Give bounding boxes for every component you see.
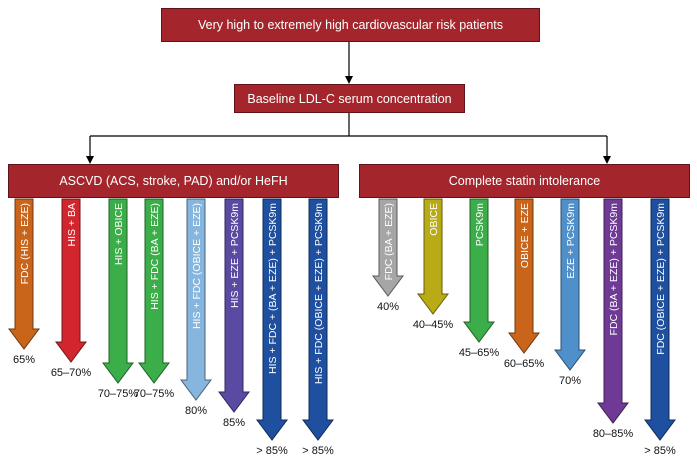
top-box-label: Very high to extremely high cardiovascul…	[197, 18, 503, 32]
reduction-value: 80%	[185, 405, 207, 417]
right-therapy-arrow-5: EZE + PCSK9m 70%	[554, 198, 586, 387]
arrow-shape	[302, 198, 334, 441]
arrow-label: FDC (OBICE + EZE) + PCSK9m	[655, 203, 667, 355]
ascvd-box: ASCVD (ACS, stroke, PAD) and/or HeFH	[8, 164, 339, 198]
arrow-label: FDC (BA + EZE)	[383, 203, 395, 280]
arrow-label: FDC (HIS + EZE)	[19, 203, 31, 284]
right-therapy-arrow-4: OBICE + EZE 60–65%	[504, 198, 545, 370]
baseline-box-label: Baseline LDL-C serum concentration	[247, 91, 452, 106]
arrow-shape	[597, 198, 629, 424]
right-therapy-arrow-6: FDC (BA + EZE) + PCSK9m 80–85%	[593, 198, 634, 440]
arrow-shape	[463, 198, 495, 343]
arrow-shape	[218, 198, 250, 413]
arrow-label: HIS + FDC (OBICE + EZE)	[191, 203, 203, 329]
arrow-shape	[417, 198, 449, 315]
reduction-value: 45–65%	[459, 347, 500, 359]
statin-intolerance-box-label: Complete statin intolerance	[448, 174, 601, 188]
reduction-value: 80–85%	[593, 428, 634, 440]
left-therapy-arrow-2: HIS + BA 65–70%	[51, 198, 92, 379]
arrow-shape	[102, 198, 134, 384]
arrow-label: HIS + FDC (OBICE + EZE) + PCSK9m	[313, 203, 325, 384]
statin-intolerance-box: Complete statin intolerance	[359, 164, 690, 198]
reduction-value: 40%	[377, 301, 399, 313]
left-therapy-arrow-6: HIS + EZE + PCSK9m 85%	[218, 198, 250, 429]
arrow-shape	[372, 198, 404, 297]
left-therapy-arrow-4: HIS + FDC (BA + EZE) 70–75%	[134, 198, 175, 400]
arrow-label: FDC (BA + EZE) + PCSK9m	[608, 203, 620, 336]
arrow-label: HIS + OBICE	[113, 203, 125, 265]
arrow-shape	[508, 198, 540, 354]
arrow-label: HIS + EZE + PCSK9m	[229, 203, 241, 308]
arrow-shape	[138, 198, 170, 384]
left-therapy-arrow-8: HIS + FDC (OBICE + EZE) + PCSK9m > 85%	[302, 198, 334, 457]
arrow-label: HIS + FDC (BA + EZE)	[149, 203, 161, 310]
reduction-value: 60–65%	[504, 358, 545, 370]
right-therapy-arrow-3: PCSK9m 45–65%	[459, 198, 500, 359]
reduction-value: 70–75%	[134, 388, 175, 400]
reduction-value: 70%	[559, 375, 581, 387]
reduction-value: > 85%	[302, 445, 334, 457]
arrow-shape	[8, 198, 40, 350]
arrow-label: EZE + PCSK9m	[565, 203, 577, 279]
arrow-label: PCSK9m	[474, 203, 486, 246]
arrow-label: OBICE + EZE	[519, 203, 531, 268]
right-therapy-arrow-7: FDC (OBICE + EZE) + PCSK9m > 85%	[644, 198, 676, 457]
reduction-value: > 85%	[644, 445, 676, 457]
right-therapy-arrow-2: OBICE 40–45%	[413, 198, 454, 331]
arrow-shape	[256, 198, 288, 441]
reduction-value: 70–75%	[98, 388, 139, 400]
reduction-value: 65–70%	[51, 367, 92, 379]
ascvd-box-label: ASCVD (ACS, stroke, PAD) and/or HeFH	[59, 174, 288, 188]
left-therapy-arrow-7: HIS + FDC + (BA + EZE) + PCSK9m > 85%	[256, 198, 288, 457]
arrow-label: HIS + BA	[66, 203, 78, 246]
left-therapy-arrow-1: FDC (HIS + EZE) 65%	[8, 198, 40, 366]
arrow-label: OBICE	[428, 203, 440, 236]
arrow-shape	[644, 198, 676, 441]
top-box: Very high to extremely high cardiovascul…	[161, 8, 540, 42]
arrow-shape	[180, 198, 212, 401]
baseline-box: Baseline LDL-C serum concentration	[234, 84, 465, 113]
reduction-value: 40–45%	[413, 319, 454, 331]
arrow-label: HIS + FDC + (BA + EZE) + PCSK9m	[267, 203, 279, 374]
reduction-value: 85%	[223, 417, 245, 429]
left-therapy-arrow-3: HIS + OBICE 70–75%	[98, 198, 139, 400]
right-therapy-arrow-1: FDC (BA + EZE) 40%	[372, 198, 404, 313]
reduction-value: 65%	[13, 354, 35, 366]
reduction-value: > 85%	[256, 445, 288, 457]
arrow-shape	[55, 198, 87, 363]
left-therapy-arrow-5: HIS + FDC (OBICE + EZE) 80%	[180, 198, 212, 417]
arrow-shape	[554, 198, 586, 371]
